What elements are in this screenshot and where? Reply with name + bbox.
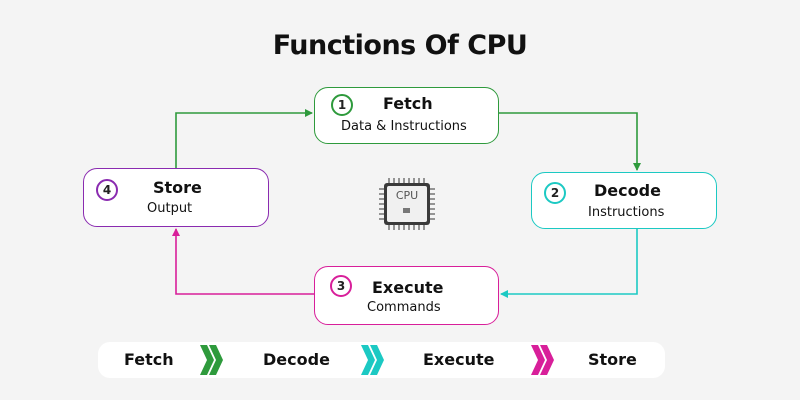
node-title: Store [153, 178, 202, 197]
pipeline-step-store: Store [588, 350, 637, 369]
diagram-title: Functions Of CPU [272, 30, 528, 61]
node-subtitle: Output [147, 201, 193, 216]
node-subtitle: Instructions [588, 205, 665, 220]
cpu-chip-icon [379, 178, 435, 230]
arrow-fetch-to-decode [499, 112, 641, 171]
arrow-decode-to-execute [500, 229, 638, 298]
pipeline-step-execute: Execute [423, 350, 495, 369]
chevron-right-icon [531, 345, 554, 375]
fetch-node: 1 Fetch Data & Instructions [314, 87, 499, 144]
execute-node: 3 Execute Commands [314, 266, 499, 325]
step-number-badge: 2 [544, 182, 566, 204]
pipeline-step-decode: Decode [263, 350, 330, 369]
decode-node: 2 Decode Instructions [531, 172, 717, 229]
chevron-right-icon [200, 345, 223, 375]
node-subtitle: Commands [367, 300, 441, 315]
store-node: 4 Store Output [83, 168, 269, 227]
node-title: Execute [372, 278, 444, 297]
arrow-execute-to-store [172, 228, 314, 295]
pipeline-bar: Fetch Decode Execute Store [98, 342, 665, 378]
node-title: Decode [594, 181, 661, 200]
step-number-badge: 1 [331, 94, 353, 116]
step-number-badge: 3 [330, 275, 352, 297]
node-title: Fetch [383, 94, 433, 113]
step-number-badge: 4 [96, 179, 118, 201]
chevron-right-icon [361, 345, 384, 375]
pipeline-step-fetch: Fetch [124, 350, 174, 369]
node-subtitle: Data & Instructions [341, 119, 467, 134]
arrow-store-to-fetch [175, 109, 313, 168]
cpu-chip-label: CPU [395, 189, 419, 202]
